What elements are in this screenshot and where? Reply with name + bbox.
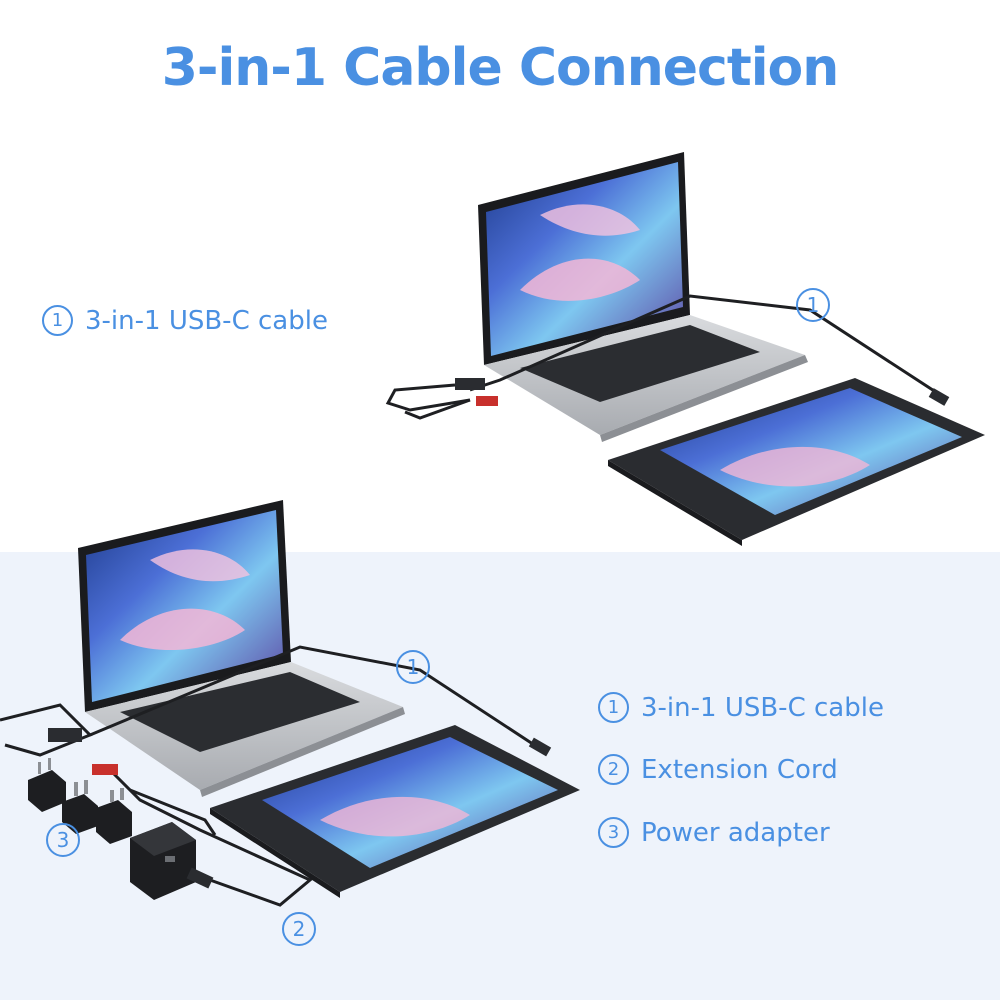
top-cable-usbc-plug: [928, 388, 950, 406]
power-adapter-icon: [130, 822, 196, 900]
top-tablet-illustration: [608, 378, 985, 546]
top-cable-label-number: 1: [42, 305, 73, 336]
bottom-cable-connector: [48, 728, 82, 742]
bottom-marker-3: 3: [46, 823, 80, 857]
bottom-cable-red-connector: [92, 764, 118, 775]
legend-item-usb-c-cable: 1 3-in-1 USB-C cable: [598, 692, 884, 723]
legend-number-3: 3: [598, 817, 629, 848]
page-title: 3-in-1 Cable Connection: [161, 38, 840, 98]
top-cable-red-connector: [476, 396, 498, 406]
bottom-marker-1: 1: [396, 650, 430, 684]
bottom-usb-c-cable: [0, 645, 546, 907]
legend-number-1: 1: [598, 692, 629, 723]
legend-text-1: 3-in-1 USB-C cable: [641, 692, 884, 723]
top-usb-c-cable: [385, 294, 946, 420]
bottom-marker-2: 2: [282, 912, 316, 946]
legend-item-extension-cord: 2 Extension Cord: [598, 754, 838, 785]
extension-cord-plug: [186, 867, 214, 889]
top-cable-marker: 1: [796, 288, 830, 322]
bottom-cable-usbc-plug: [528, 737, 552, 757]
legend-item-power-adapter: 3 Power adapter: [598, 817, 830, 848]
plug-icon-3: [96, 788, 132, 844]
legend-text-2: Extension Cord: [641, 754, 838, 785]
top-cable-connector: [455, 378, 485, 390]
top-cable-label: 1 3-in-1 USB-C cable: [42, 305, 328, 336]
legend-text-3: Power adapter: [641, 817, 830, 848]
bottom-laptop-illustration: [78, 500, 405, 797]
top-laptop-illustration: [478, 152, 808, 442]
legend-number-2: 2: [598, 754, 629, 785]
top-cable-label-text: 3-in-1 USB-C cable: [85, 305, 328, 336]
bottom-tablet-illustration: [210, 725, 580, 898]
plug-icon-1: [28, 758, 66, 812]
